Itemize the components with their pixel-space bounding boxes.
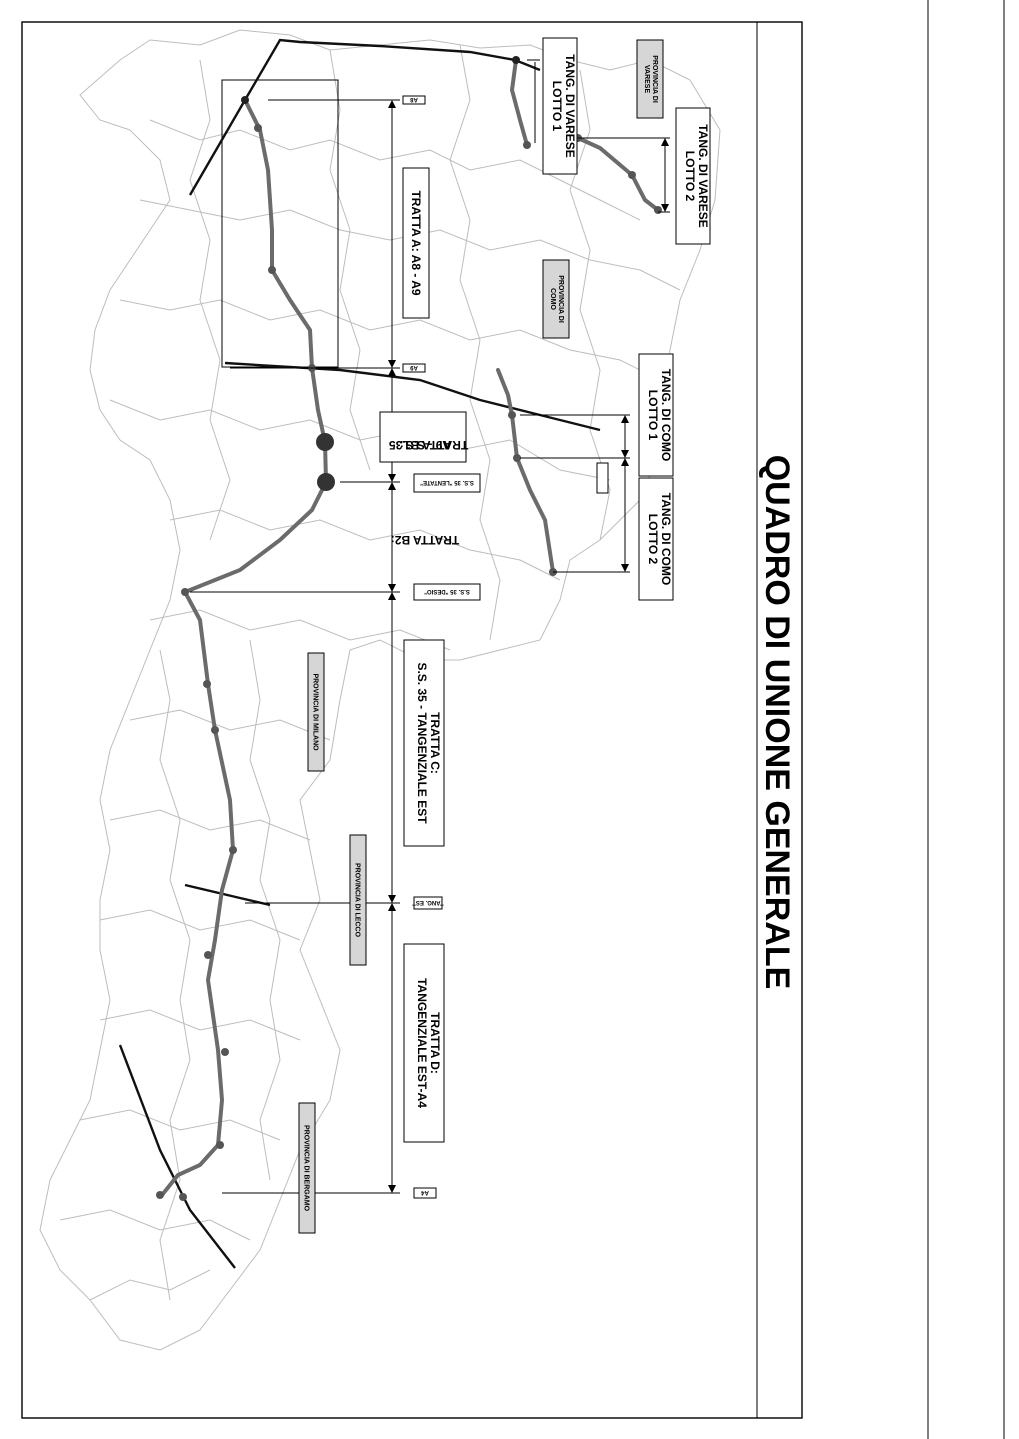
tang-varese-1-line1: TANG. DI VARESE bbox=[563, 54, 577, 158]
como-route bbox=[496, 368, 555, 574]
province-bergamo-box bbox=[298, 1102, 316, 1234]
varese-lotto-1-route bbox=[509, 58, 529, 147]
dimension-lines bbox=[190, 59, 670, 1194]
tratta-d-box bbox=[403, 943, 445, 1143]
highways bbox=[118, 38, 601, 1269]
province-lecco-label: PROVINCIA DI LECCO bbox=[354, 863, 361, 938]
tratta-d-line1: TRATTA D: bbox=[428, 1012, 442, 1074]
tratta-b1-line2: A9 - S.S.35 bbox=[389, 438, 451, 452]
province-bergamo-label: PROVINCIA DI BERGAMO bbox=[303, 1125, 310, 1212]
tang-como-1-line1: TANG. DI COMO bbox=[659, 369, 673, 461]
tang-varese-1-line2: LOTTO 1 bbox=[550, 81, 564, 132]
tratta-b2-label: TRATTA B2: bbox=[391, 533, 459, 547]
small-marker-box bbox=[596, 462, 609, 494]
province-como-line1: PROVINCIA DI bbox=[557, 275, 564, 323]
tang-como-2-line1: TANG. DI COMO bbox=[659, 493, 673, 585]
province-como-box bbox=[542, 259, 570, 339]
highway-a4 bbox=[118, 1044, 236, 1269]
tag-a4: A4 bbox=[421, 1189, 429, 1195]
tang-como-1-box bbox=[638, 353, 674, 477]
highway-tang-est bbox=[184, 883, 271, 907]
tratta-a-box bbox=[402, 167, 430, 319]
tang-varese-2-line1: TANG. DI VARESE bbox=[696, 124, 710, 228]
tratta-b1-line1: TRATTA B1: bbox=[400, 438, 468, 452]
province-como-line2: COMO bbox=[549, 288, 556, 310]
tag-ss35-lentate: S.S. 35 "LENTATE" bbox=[420, 479, 474, 485]
tang-varese-2-line2: LOTTO 2 bbox=[683, 151, 697, 202]
tratta-d-line2: TANGENZIALE EST-A4 bbox=[415, 978, 429, 1108]
tangenziali-labels: TANG. DI VARESE LOTTO 1 TANG. DI VARESE … bbox=[542, 37, 711, 601]
province-milano-box bbox=[307, 652, 325, 772]
map-title: QUADRO DI UNIONE GENERALE bbox=[758, 455, 796, 990]
dimension-arrows bbox=[388, 100, 669, 1193]
tang-como-2-box bbox=[638, 477, 674, 601]
tratta-c-line2: S.S. 35 - TANGENZIALE EST bbox=[415, 662, 429, 824]
tratta-c-box bbox=[403, 639, 445, 847]
highway-a8 bbox=[188, 38, 541, 196]
tratta-labels: TRATTA A: A8 - A9 TRATTA B1: A9 - S.S.35… bbox=[379, 167, 468, 1143]
tag-a9: A9 bbox=[410, 364, 418, 370]
tang-varese-2-box bbox=[675, 107, 711, 245]
province-varese-box bbox=[636, 39, 664, 119]
tang-varese-1-box bbox=[542, 37, 578, 175]
varese-lotto-2-route bbox=[576, 136, 660, 212]
tang-como-1-line2: LOTTO 1 bbox=[646, 390, 660, 441]
tratta-b1-box bbox=[379, 411, 467, 463]
tag-ss35-desio: S.S. 35 "DESIO" bbox=[424, 588, 470, 594]
province-varese-line2: VARESE bbox=[643, 65, 650, 94]
tag-a8: A8 bbox=[410, 96, 418, 102]
tratta-a-detail-frame bbox=[221, 79, 339, 368]
province-varese-line1: PROVINCIA DI bbox=[651, 55, 658, 103]
tratta-c-line1: TRATTA C: bbox=[428, 712, 442, 774]
municipal-boundaries bbox=[39, 29, 721, 1351]
endpoint-tags: A8 A9 S.S. 35 "LENTATE" S.S. 35 "DESIO" … bbox=[402, 95, 481, 1199]
sheet-border bbox=[21, 21, 803, 1419]
tag-tang-est: TANG. EST bbox=[412, 899, 444, 905]
province-lecco-box bbox=[349, 834, 367, 966]
tang-como-2-line2: LOTTO 2 bbox=[646, 514, 660, 565]
province-labels: PROVINCIA DI VARESE PROVINCIA DI COMO PR… bbox=[298, 39, 664, 1234]
highway-a9 bbox=[224, 361, 601, 432]
province-milano-label: PROVINCIA DI MILANO bbox=[312, 673, 319, 751]
main-route bbox=[160, 98, 329, 1197]
tratta-a-label: TRATTA A: A8 - A9 bbox=[409, 190, 423, 295]
